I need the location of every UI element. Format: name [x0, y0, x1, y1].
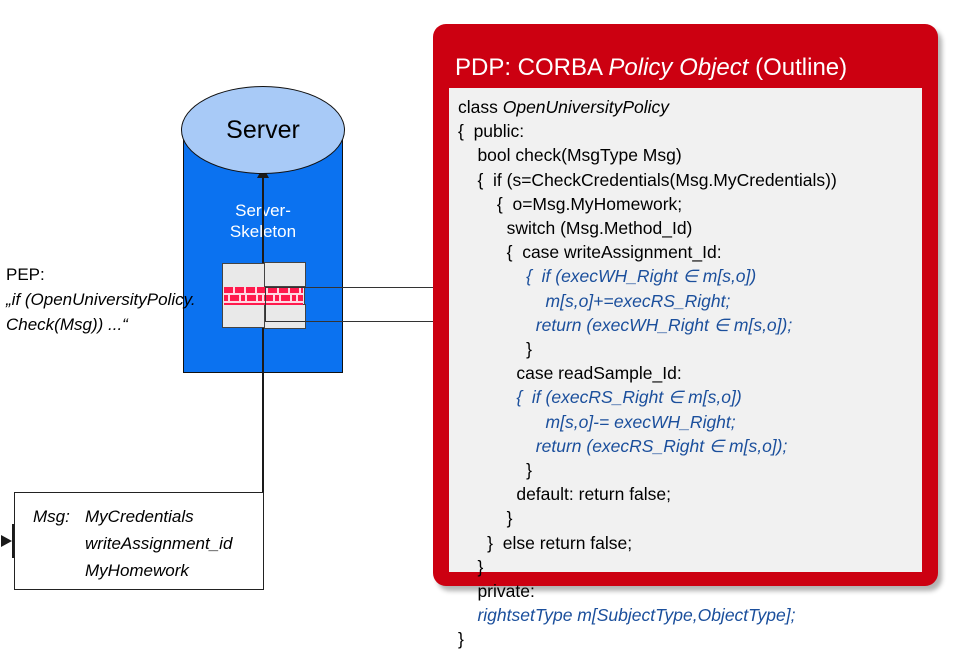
code-line-0-italic: OpenUniversityPolicy	[502, 97, 670, 117]
code-line-11: case readSample_Id:	[458, 363, 682, 384]
server-label: Server	[226, 115, 300, 144]
code-line-2: bool check(MsgType Msg)	[458, 145, 682, 166]
pep-code-line1: „if (OpenUniversityPolicy.	[6, 290, 196, 309]
code-line-6: { case writeAssignment_Id:	[458, 242, 722, 263]
pdp-title-italic: Policy Object	[608, 54, 749, 81]
pdp-code-block: class OpenUniversityPolicy{ public: bool…	[449, 88, 922, 649]
pdp-title-plain2: (Outline)	[748, 54, 848, 81]
code-line-22: }	[458, 629, 464, 650]
pep-component-notch-bottom	[264, 304, 306, 329]
msg-label: Msg:	[33, 507, 70, 526]
code-line-1: { public:	[458, 121, 525, 142]
server-cylinder-top: Server	[181, 86, 345, 174]
code-line-3: { if (s=CheckCredentials(Msg.MyCredentia…	[458, 169, 837, 190]
pdp-title: PDP: CORBA Policy Object (Outline)	[455, 54, 847, 82]
code-line-19: }	[458, 556, 484, 577]
msg-field-2: MyHomework	[85, 561, 189, 580]
msg-row: Msg: MyCredentials	[33, 503, 263, 530]
code-line-17: }	[458, 508, 513, 529]
code-line-10: }	[458, 339, 532, 360]
pep-caption: PEP: „if (OpenUniversityPolicy. Check(Ms…	[6, 262, 221, 337]
code-line-8: m[s,o]+=execRS_Right;	[458, 290, 731, 311]
code-line-5: switch (Msg.Method_Id)	[458, 218, 693, 239]
code-line-14: return (execRS_Right ∈ m[s,o]);	[458, 435, 788, 456]
code-line-21: rightsetType m[SubjectType,ObjectType];	[458, 605, 796, 626]
msg-to-server-line	[262, 176, 264, 559]
code-line-20: private:	[458, 581, 535, 602]
pep-firewall-component	[222, 262, 306, 329]
msg-inbound-stub	[12, 524, 14, 558]
code-line-0: class OpenUniversityPolicy	[458, 95, 922, 119]
msg-field-1: writeAssignment_id	[85, 534, 233, 553]
pdp-title-plain1: PDP: CORBA	[455, 54, 609, 81]
pep-component-notch-top	[264, 262, 306, 287]
code-line-12: { if (execRS_Right ∈ m[s,o])	[458, 387, 742, 408]
code-line-16: default: return false;	[458, 484, 672, 505]
msg-row: writeAssignment_id	[33, 530, 263, 557]
code-line-13: m[s,o]-= execWH_Right;	[458, 411, 736, 432]
pep-code-line2: Check(Msg)) ...“	[6, 315, 128, 334]
firewall-brick-icon	[224, 287, 303, 305]
code-line-18: } else return false;	[458, 532, 633, 553]
code-line-9: return (execWH_Right ∈ m[s,o]);	[458, 314, 793, 335]
msg-field-0: MyCredentials	[85, 507, 194, 526]
pdp-panel: PDP: CORBA Policy Object (Outline) class…	[433, 24, 938, 649]
pep-title: PEP:	[6, 265, 45, 284]
diagram-canvas: Server- Skeleton Server PEP: „if (OpenUn…	[1, 24, 938, 649]
code-line-7: { if (execWH_Right ∈ m[s,o])	[458, 266, 757, 287]
code-line-4: { o=Msg.MyHomework;	[458, 193, 683, 214]
msg-box: Msg: MyCredentials writeAssignment_id MyH…	[14, 492, 264, 590]
code-line-15: }	[458, 460, 532, 481]
code-line-0-plain: class	[458, 97, 503, 117]
msg-row: MyHomework	[33, 557, 263, 584]
msg-inbound-arrowhead-icon	[1, 535, 12, 547]
